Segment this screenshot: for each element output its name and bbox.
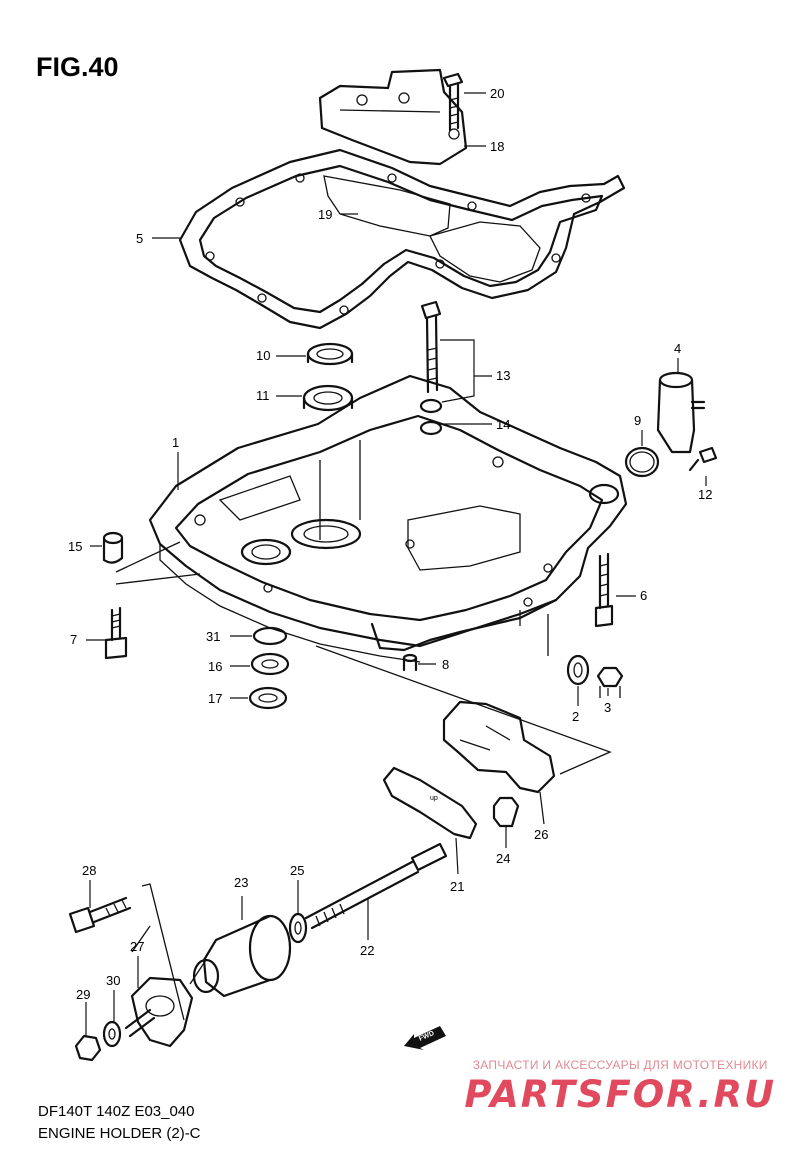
- oil-seal-17: [248, 686, 288, 710]
- pin-8: [402, 653, 418, 672]
- callout-7: 7: [70, 632, 77, 647]
- callout-12: 12: [698, 487, 712, 502]
- callout-27: 27: [130, 939, 144, 954]
- oil-seal-10: [306, 342, 354, 366]
- washer-30: [102, 1020, 122, 1048]
- callout-26: 26: [534, 827, 548, 842]
- drain-plug-3: [596, 666, 624, 698]
- figure-caption: DF140T 140Z E03_040 ENGINE HOLDER (2)-C: [38, 1101, 201, 1145]
- reference-lines: [131, 610, 612, 1021]
- callout-9: 9: [634, 413, 641, 428]
- rubber-mount-23: [189, 914, 292, 998]
- callout-10: 10: [256, 348, 270, 363]
- fwd-direction-arrow: FWD: [404, 1026, 446, 1050]
- callout-31: 31: [206, 629, 220, 644]
- nut-29: [74, 1034, 102, 1062]
- callout-20: 20: [490, 86, 504, 101]
- circlip-31: [252, 626, 288, 646]
- figure-title: FIG.40: [36, 52, 119, 82]
- callout-1: 1: [172, 435, 179, 450]
- gasket-up-mark: up: [430, 795, 438, 802]
- cover-plate-18: [318, 68, 468, 166]
- callout-29: 29: [76, 987, 90, 1002]
- watermark-tagline: ЗАПЧАСТИ И АКСЕССУАРЫ ДЛЯ МОТОТЕХНИКИ: [472, 1058, 768, 1072]
- callout-11: 11: [256, 388, 270, 403]
- water-pipe-4: [656, 371, 706, 454]
- callout-16: 16: [208, 659, 222, 674]
- o-ring-9: [624, 446, 660, 478]
- bolt-7: [104, 606, 128, 660]
- callout-19: 19: [318, 207, 332, 222]
- washer-2: [566, 654, 590, 686]
- watermark: ЗАПЧАСТИ И АКСЕССУАРЫ ДЛЯ МОТОТЕХНИКИ PA…: [464, 1058, 776, 1115]
- leader-lines: [85, 92, 707, 1036]
- dowel-15: [102, 531, 124, 564]
- bolt-28: [68, 896, 132, 934]
- callout-22: 22: [360, 943, 374, 958]
- section-name: ENGINE HOLDER (2)-C: [38, 1125, 201, 1142]
- watermark-brand: PARTSFOR.RU: [464, 1073, 776, 1116]
- callout-25: 25: [290, 863, 304, 878]
- holder-27: [124, 976, 194, 1048]
- engine-holder-1: [148, 374, 628, 663]
- callout-numbers: 1 2 3 4 5 6 7 8 9 10 11 12 13 14 15 16 1…: [68, 86, 712, 1002]
- callout-8: 8: [442, 657, 449, 672]
- callout-15: 15: [68, 539, 82, 554]
- long-bolt-13: [420, 300, 442, 394]
- callout-2: 2: [572, 709, 579, 724]
- reference-line-7-15: [115, 541, 201, 585]
- stud-22: [304, 842, 448, 930]
- callout-18: 18: [490, 139, 504, 154]
- callout-14: 14: [496, 417, 510, 432]
- bolt-6: [594, 552, 614, 628]
- callout-28: 28: [82, 863, 96, 878]
- bearing-16: [250, 652, 290, 676]
- nut-24: [492, 796, 520, 828]
- callout-17: 17: [208, 691, 222, 706]
- washer-14: [419, 398, 443, 436]
- callout-30: 30: [106, 973, 120, 988]
- callout-13: 13: [496, 368, 510, 383]
- callout-4: 4: [674, 341, 681, 356]
- plate-21: up: [382, 766, 478, 840]
- callout-5: 5: [136, 231, 143, 246]
- callout-24: 24: [496, 851, 510, 866]
- callout-21: 21: [450, 879, 464, 894]
- gasket-5: [178, 148, 626, 330]
- callout-3: 3: [604, 700, 611, 715]
- callout-23: 23: [234, 875, 248, 890]
- model-code: DF140T 140Z E03_040: [38, 1103, 195, 1120]
- washer-25: [288, 912, 308, 944]
- bolt-12: [688, 446, 718, 472]
- callout-6: 6: [640, 588, 647, 603]
- mount-bracket-26: [442, 700, 556, 794]
